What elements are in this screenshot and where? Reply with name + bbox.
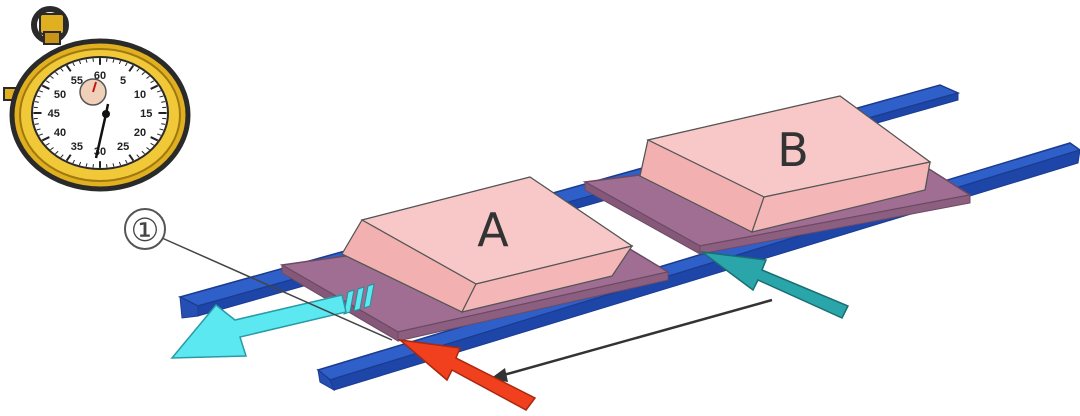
callout-label: ①	[131, 211, 160, 249]
stopwatch-tick	[125, 159, 128, 164]
stopwatch-tick	[146, 147, 150, 151]
stopwatch-tick	[146, 75, 150, 79]
stopwatch-dial-number: 45	[48, 108, 60, 120]
stopwatch-tick	[36, 95, 41, 98]
teal-arrow	[699, 250, 850, 319]
stopwatch-dial-number: 10	[134, 89, 146, 101]
stopwatch-tick	[141, 150, 145, 155]
stopwatch-tick	[128, 64, 135, 72]
stopwatch-tick	[34, 101, 39, 103]
stopwatch-tick	[50, 75, 54, 79]
cyan-exit-arrow	[170, 294, 347, 359]
stopwatch-ticks	[33, 58, 167, 168]
stopwatch-tick	[156, 133, 162, 136]
stopwatch-tick	[41, 84, 50, 90]
stopwatch-tick	[78, 60, 82, 65]
stopwatch-dial-number: 55	[71, 75, 83, 87]
stopwatch-tick	[60, 68, 64, 72]
callout-marker: ①	[124, 208, 166, 250]
stopwatch-tick	[72, 159, 75, 164]
stopwatch-tick	[150, 80, 155, 84]
stopwatch-tick	[161, 101, 166, 103]
stopwatch-tick	[38, 133, 44, 136]
stopwatch-tick	[78, 161, 82, 166]
stopwatch-dial-number: 35	[71, 141, 83, 153]
block-a: A	[341, 176, 634, 313]
block-b: B	[639, 95, 932, 233]
stopwatch-tick	[72, 62, 75, 67]
stopwatch-tick	[159, 128, 164, 131]
stopwatch-tick	[150, 142, 155, 146]
stopwatch-tick	[118, 161, 122, 166]
stopwatch-tick	[136, 68, 140, 72]
stopwatch-tick	[65, 154, 72, 162]
stopwatch-tick	[85, 59, 88, 63]
stopwatch-tick	[136, 154, 140, 158]
stopwatch-tick	[128, 154, 135, 162]
stopwatch-tick	[159, 95, 164, 98]
stopwatch-tick	[41, 136, 50, 142]
stopwatch-tick	[36, 128, 41, 131]
stopwatch-tick	[125, 62, 128, 67]
stopwatch-tick	[45, 80, 50, 84]
stopwatch-tick	[112, 59, 115, 63]
stopwatch-tick	[60, 154, 64, 158]
stopwatch-dial-number: 40	[54, 127, 66, 139]
stopwatch-tick	[55, 71, 59, 76]
stopwatch-tick	[34, 123, 39, 125]
callout-line	[161, 237, 393, 341]
stopwatch-tick	[50, 147, 54, 151]
stopwatch-tick	[150, 84, 159, 90]
stopwatch-tick	[112, 163, 115, 167]
stopwatch-tick	[161, 123, 166, 125]
stopwatch-tick	[45, 142, 50, 146]
red-arrow	[397, 338, 537, 411]
stopwatch-dial-number: 25	[117, 141, 129, 153]
stopwatch-tick	[141, 71, 145, 76]
sensor-marks	[343, 283, 375, 315]
stopwatch-dial-number: 5	[120, 75, 126, 87]
stopwatch-tick	[156, 90, 162, 93]
stopwatch-tick	[150, 136, 159, 142]
stopwatch-tick	[85, 163, 88, 167]
stopwatch-dial-number: 50	[54, 89, 66, 101]
stopwatch-dial-number: 20	[134, 127, 146, 139]
stopwatch-tick	[118, 60, 122, 65]
block-a-label: A	[477, 203, 509, 257]
stopwatch-tick	[55, 150, 59, 155]
stopwatch-dial-number: 15	[140, 108, 152, 120]
block-b-label: B	[777, 123, 809, 177]
stopwatch-tick	[65, 64, 72, 72]
stopwatch-tick	[38, 90, 44, 93]
